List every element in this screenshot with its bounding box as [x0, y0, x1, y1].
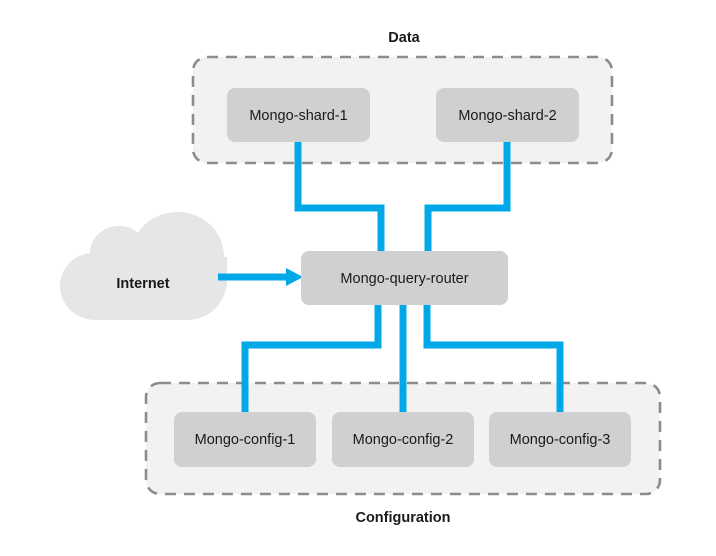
node-mongo-config-3-label: Mongo-config-3	[510, 432, 611, 448]
node-mongo-query-router[interactable]: Mongo-query-router	[301, 251, 508, 305]
node-mongo-config-1-box	[174, 412, 316, 467]
connector-shard2-to-router	[424, 142, 511, 255]
connector-shard1-to-router	[294, 142, 385, 255]
node-mongo-config-2-label: Mongo-config-2	[353, 432, 454, 448]
connector-router-to-config1	[241, 302, 382, 416]
connectors-layer	[241, 142, 564, 416]
node-mongo-config-2[interactable]: Mongo-config-2	[332, 412, 474, 467]
node-mongo-config-3[interactable]: Mongo-config-3	[489, 412, 631, 467]
node-mongo-config-2-box	[332, 412, 474, 467]
connector-router-to-config3	[423, 302, 564, 416]
node-mongo-config-1[interactable]: Mongo-config-1	[174, 412, 316, 467]
internet-cloud[interactable]: Internet	[60, 212, 227, 320]
connector-internet-to-router	[218, 268, 303, 286]
node-mongo-shard-1[interactable]: Mongo-shard-1	[227, 88, 370, 142]
group-data-label: Data	[388, 30, 420, 46]
node-mongo-config-1-label: Mongo-config-1	[195, 432, 296, 448]
node-mongo-shard-2-box	[436, 88, 579, 142]
node-mongo-query-router-box	[301, 251, 508, 305]
node-mongo-shard-1-box	[227, 88, 370, 142]
group-configuration-label: Configuration	[355, 510, 450, 526]
node-mongo-shard-2-label: Mongo-shard-2	[458, 108, 556, 124]
node-mongo-shard-1-label: Mongo-shard-1	[249, 108, 347, 124]
internet-cloud-label: Internet	[116, 276, 169, 292]
node-mongo-config-3-box	[489, 412, 631, 467]
cloud-shape	[60, 212, 227, 320]
arrow-head-icon	[286, 268, 303, 286]
node-mongo-shard-2[interactable]: Mongo-shard-2	[436, 88, 579, 142]
node-mongo-query-router-label: Mongo-query-router	[340, 271, 468, 287]
